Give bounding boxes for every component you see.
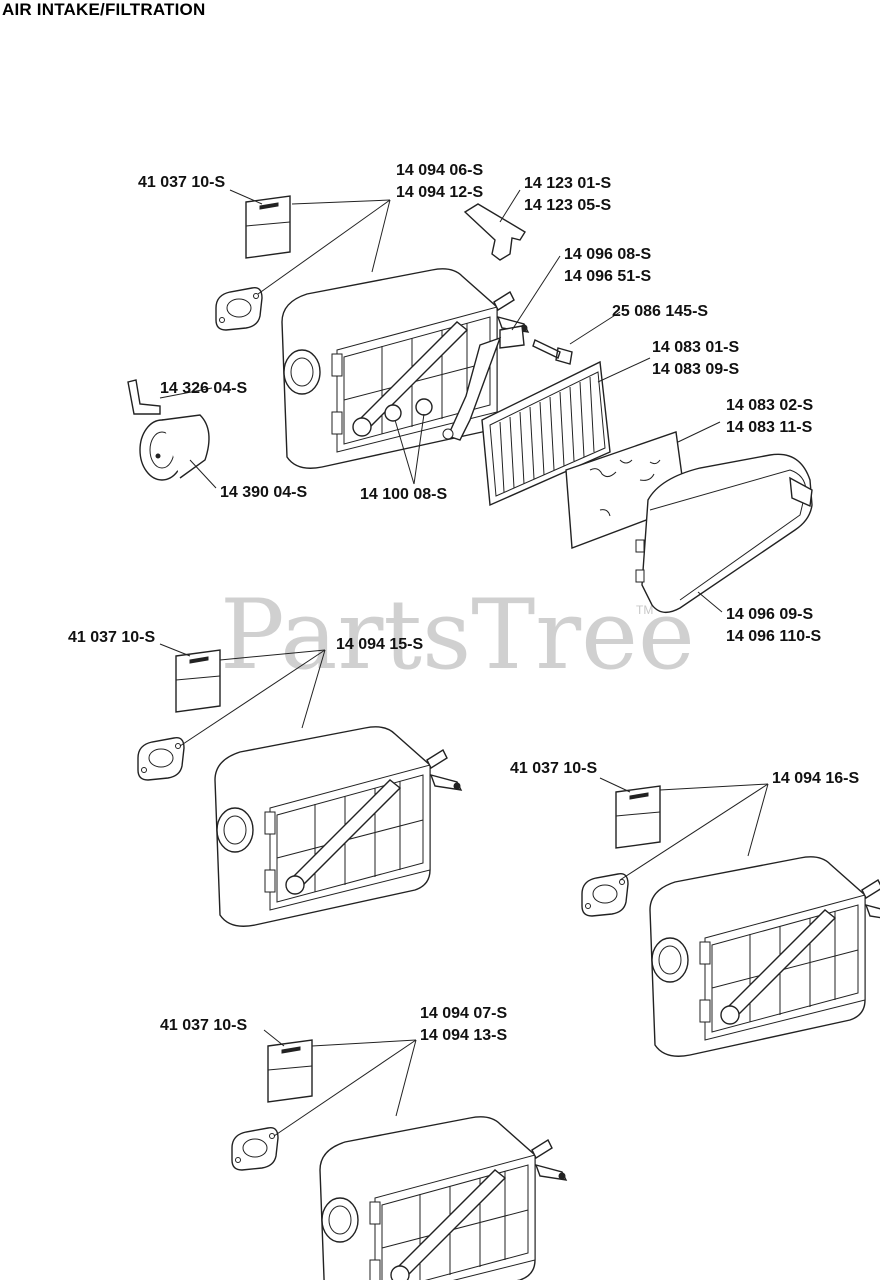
top-assembly: [127, 195, 813, 613]
air-cleaner-base[interactable]: [649, 856, 880, 1057]
part-number-callouts: 41 037 10-S 14 094 06-S 14 094 12-S 14 1…: [68, 162, 860, 1044]
callout-nuts[interactable]: 14 100 08-S: [360, 486, 448, 503]
third-assembly: [581, 785, 880, 1057]
callout-screw[interactable]: 25 086 145-S: [612, 303, 708, 320]
bracket[interactable]: [447, 325, 525, 441]
gasket[interactable]: [137, 737, 185, 781]
nut[interactable]: [415, 398, 433, 416]
filter-element[interactable]: [481, 360, 611, 507]
label-decal[interactable]: [245, 195, 291, 259]
leader-lines: [159, 189, 769, 1137]
callout-housing-3[interactable]: 14 094 16-S: [772, 770, 860, 787]
callout-breather-tube-line1[interactable]: 14 123 01-S: [524, 175, 612, 192]
callout-housing-4-line2[interactable]: 14 094 13-S: [420, 1027, 508, 1044]
callout-fitting[interactable]: 14 390 04-S: [220, 484, 308, 501]
callout-filter-element-line2[interactable]: 14 083 09-S: [652, 361, 740, 378]
gasket[interactable]: [581, 873, 629, 917]
fourth-assembly: [231, 1039, 567, 1280]
callout-label-decal-2[interactable]: 41 037 10-S: [68, 629, 156, 646]
screw[interactable]: [532, 339, 573, 365]
callout-bracket-line2[interactable]: 14 096 51-S: [564, 268, 652, 285]
air-cleaner-base[interactable]: [214, 726, 462, 927]
label-decal[interactable]: [267, 1039, 313, 1103]
fitting[interactable]: [139, 414, 210, 481]
callout-precleaner-line1[interactable]: 14 083 02-S: [726, 397, 814, 414]
air-cleaner-base[interactable]: [319, 1116, 567, 1280]
callout-cover-line2[interactable]: 14 096 110-S: [726, 628, 822, 645]
gasket[interactable]: [215, 287, 263, 331]
callout-label-decal-3[interactable]: 41 037 10-S: [510, 760, 598, 777]
watermark: PartsTree: [220, 579, 695, 691]
callout-housing-1-line2[interactable]: 14 094 12-S: [396, 184, 484, 201]
label-decal[interactable]: [615, 785, 661, 849]
breather-tube[interactable]: [463, 203, 526, 261]
callout-label-decal-1[interactable]: 41 037 10-S: [138, 174, 226, 191]
callout-precleaner-line2[interactable]: 14 083 11-S: [726, 419, 813, 436]
callout-housing-4-line1[interactable]: 14 094 07-S: [420, 1005, 508, 1022]
callout-housing-1-line1[interactable]: 14 094 06-S: [396, 162, 484, 179]
callout-filter-element-line1[interactable]: 14 083 01-S: [652, 339, 740, 356]
air-filter-cover[interactable]: [635, 453, 813, 613]
page-title: AIR INTAKE/FILTRATION: [2, 0, 206, 19]
nut[interactable]: [384, 404, 402, 422]
hose[interactable]: [127, 379, 161, 415]
second-assembly: [137, 649, 462, 927]
callout-label-decal-4[interactable]: 41 037 10-S: [160, 1017, 248, 1034]
gasket[interactable]: [231, 1127, 279, 1171]
callout-bracket-line1[interactable]: 14 096 08-S: [564, 246, 652, 263]
label-decal[interactable]: [175, 649, 221, 713]
watermark-tm: TM: [636, 603, 653, 617]
callout-breather-tube-line2[interactable]: 14 123 05-S: [524, 197, 612, 214]
callout-housing-2[interactable]: 14 094 15-S: [336, 636, 424, 653]
callout-hose[interactable]: 14 326 04-S: [160, 380, 248, 397]
callout-cover-line1[interactable]: 14 096 09-S: [726, 606, 814, 623]
